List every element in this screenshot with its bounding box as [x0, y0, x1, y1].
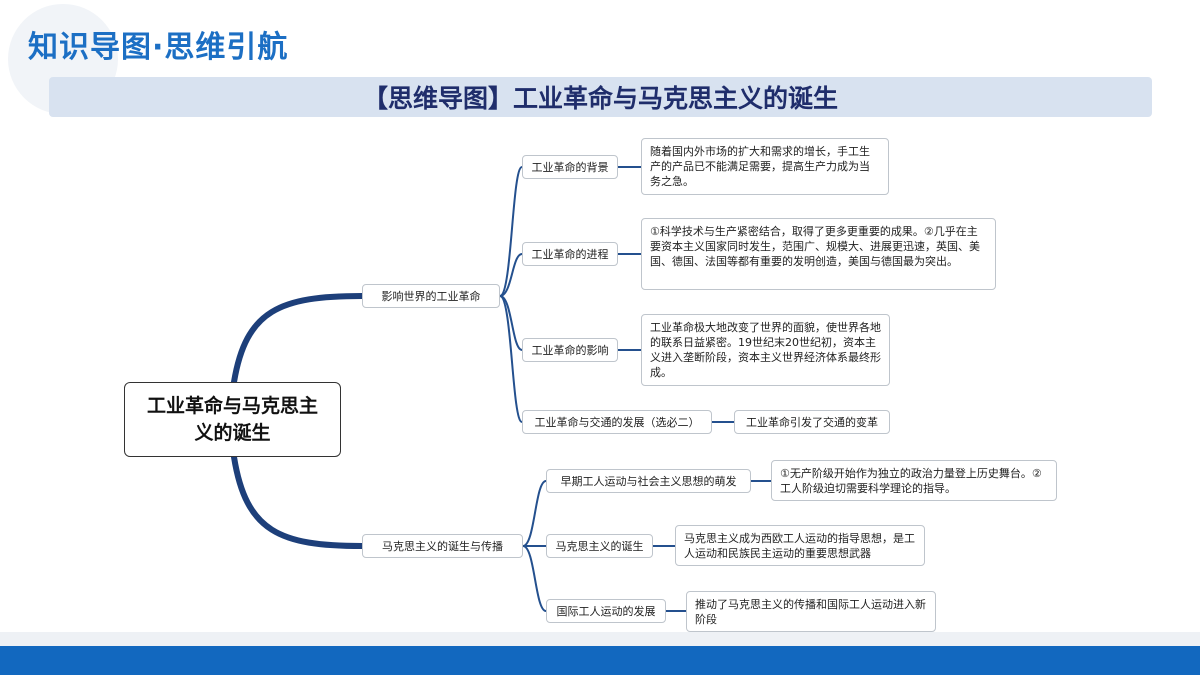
slide-title: 知识导图·思维引航: [28, 30, 289, 65]
link-root-branch-1: [231, 293, 365, 385]
banner-title: 【思维导图】工业革命与马克思主义的诞生: [362, 84, 838, 113]
topic-node-marxism-birth: 马克思主义的诞生: [546, 534, 653, 558]
link-b1-c1: [499, 166, 523, 297]
link-b1-c4: [499, 295, 523, 423]
link-root-branch-2: [231, 454, 365, 549]
footer-bar: [0, 646, 1200, 675]
link-b2-c1: [522, 480, 547, 547]
desc-transport: 工业革命引发了交通的变革: [734, 410, 890, 434]
desc-international-labor: 推动了马克思主义的传播和国际工人运动进入新阶段: [686, 591, 936, 632]
topic-node-transport: 工业革命与交通的发展（选必二）: [522, 410, 712, 434]
topic-node-early-labor: 早期工人运动与社会主义思想的萌发: [546, 469, 751, 493]
title-banner: 【思维导图】工业革命与马克思主义的诞生: [49, 77, 1152, 117]
footer-light-strip: [0, 632, 1200, 646]
link-b1-c2: [499, 253, 523, 297]
desc-background: 随着国内外市场的扩大和需求的增长，手工生产的产品已不能满足需要，提高生产力成为当…: [641, 138, 889, 195]
desc-early-labor: ①无产阶级开始作为独立的政治力量登上历史舞台。②工人阶级迫切需要科学理论的指导。: [771, 460, 1057, 501]
topic-node-international-labor: 国际工人运动的发展: [546, 599, 666, 623]
branch-node-marxism: 马克思主义的诞生与传播: [362, 534, 523, 558]
desc-process: ①科学技术与生产紧密结合，取得了更多更重要的成果。②几乎在主要资本主义国家同时发…: [641, 218, 996, 290]
topic-node-impact: 工业革命的影响: [522, 338, 618, 362]
desc-impact: 工业革命极大地改变了世界的面貌，使世界各地的联系日益紧密。19世纪末20世纪初，…: [641, 314, 890, 386]
desc-marxism-birth: 马克思主义成为西欧工人运动的指导思想，是工人运动和民族民主运动的重要思想武器: [675, 525, 925, 566]
topic-node-process: 工业革命的进程: [522, 242, 618, 266]
branch-node-industrial-revolution: 影响世界的工业革命: [362, 284, 500, 308]
link-b2-c3: [522, 545, 547, 612]
root-node: 工业革命与马克思主义的诞生: [124, 382, 341, 457]
topic-node-background: 工业革命的背景: [522, 155, 618, 179]
